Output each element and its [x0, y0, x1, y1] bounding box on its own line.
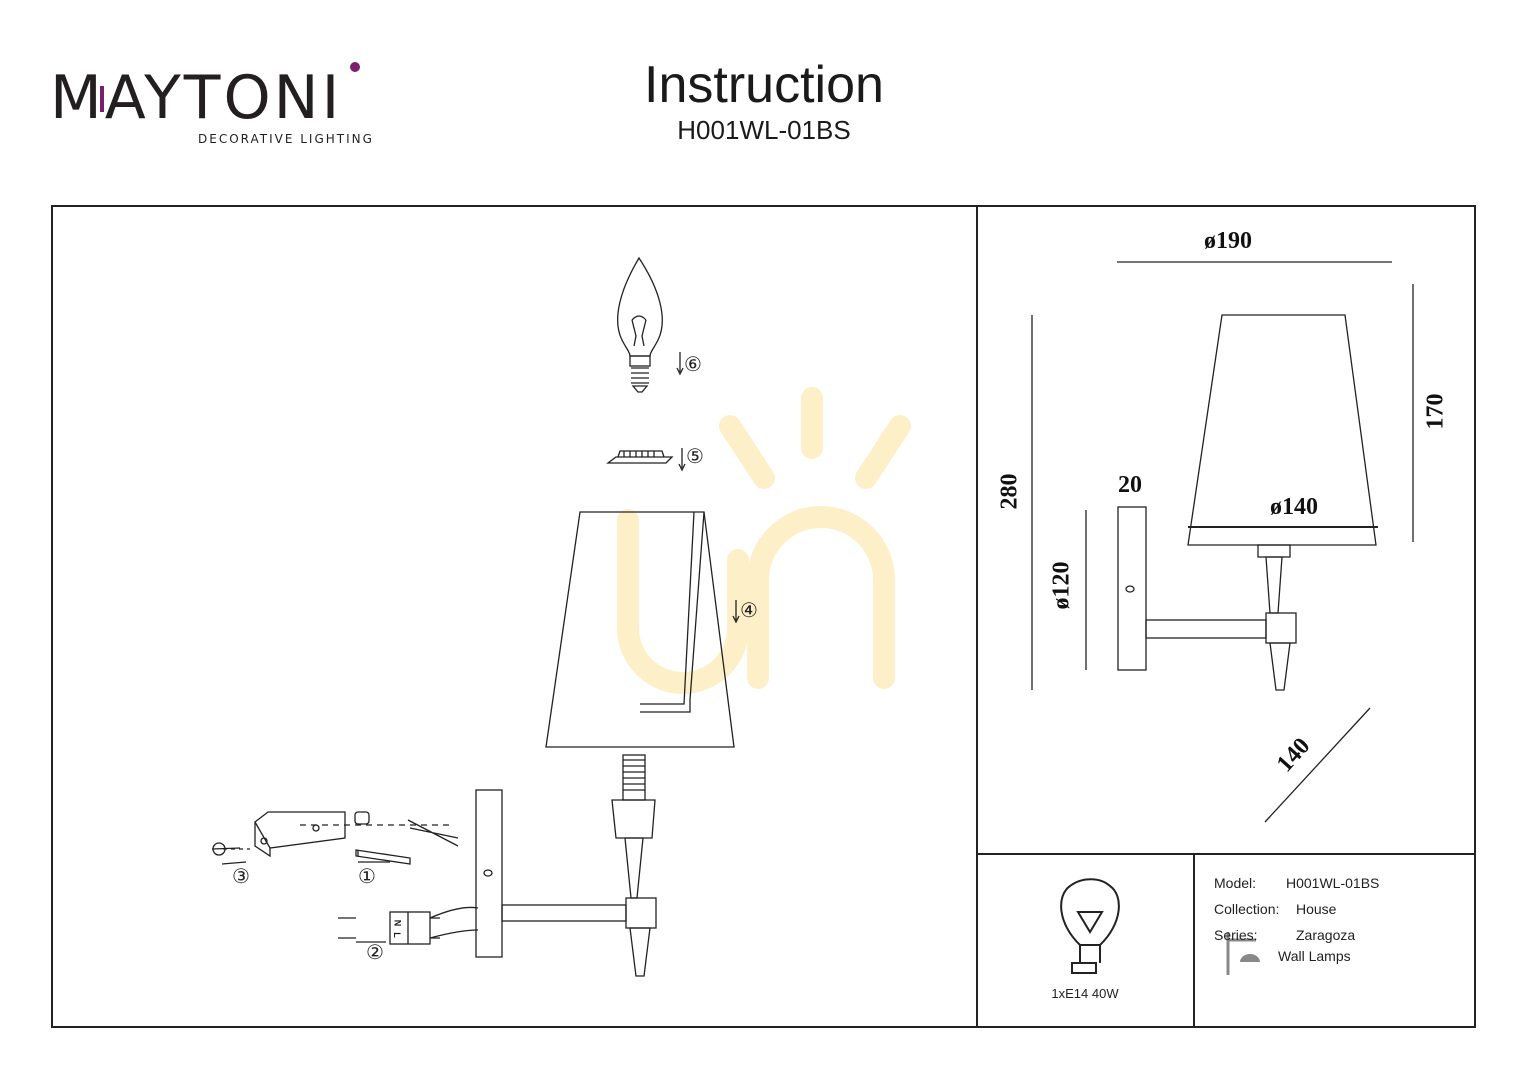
spec-series-value: Zaragoza: [1296, 927, 1356, 943]
callout-1: ①: [358, 864, 376, 888]
spec-collection-key: Collection:: [1214, 901, 1280, 917]
spec-model-key: Model:: [1214, 875, 1257, 891]
page-title: Instruction: [644, 56, 884, 114]
callout-2: ②: [366, 940, 384, 964]
bulb-drawing: [617, 256, 684, 393]
callout-5: ⑤: [686, 444, 704, 468]
callout-3: ③: [232, 864, 250, 888]
lamp-body-drawing: [475, 754, 657, 977]
maytoni-logo: MAYTONI DECORATIVE LIGHTING: [50, 62, 372, 152]
watermark-logo: [617, 387, 911, 694]
dim-top-diameter: ø190: [1204, 228, 1252, 254]
dim-bottom-diameter: ø140: [1270, 494, 1318, 520]
bulb-icon: [1060, 878, 1120, 974]
wall-lamp-icon: [1226, 932, 1260, 975]
terminal-block-drawing: [338, 906, 479, 945]
model-code: H001WL-01BS: [677, 115, 851, 145]
dim-plate-depth: 20: [1118, 472, 1142, 498]
frame-divider-main: [976, 205, 978, 1028]
frame-divider-spec-col: [1193, 853, 1195, 1028]
logo-tagline: DECORATIVE LIGHTING: [198, 132, 374, 146]
frame-divider-spec: [976, 853, 1476, 855]
shade-drawing: [545, 511, 740, 748]
logo-accent-stroke: [100, 86, 104, 112]
spec-series-key: Series:: [1214, 927, 1258, 943]
bracket-drawing: [211, 811, 459, 865]
spec-type-value: Wall Lamps: [1278, 948, 1351, 964]
spec-model-value: H001WL-01BS: [1286, 875, 1380, 891]
wire-label-l: L: [391, 932, 402, 938]
bulb-spec-label: 1xE14 40W: [1051, 986, 1119, 1001]
spec-collection-value: House: [1296, 901, 1337, 917]
callout-6: ⑥: [684, 352, 702, 376]
dim-total-height: 280: [996, 473, 1023, 510]
dim-plate-diameter: ø120: [1048, 561, 1075, 610]
dim-shade-height: 170: [1422, 393, 1449, 430]
ring-drawing: [606, 448, 686, 472]
logo-wordmark: MAYTONI: [50, 63, 343, 133]
dimension-drawing: [1031, 261, 1414, 823]
content-frame: [51, 205, 1476, 1028]
callout-4: ④: [740, 598, 758, 622]
wire-label-n: N: [392, 919, 403, 927]
logo-accent-dot: [350, 62, 360, 72]
